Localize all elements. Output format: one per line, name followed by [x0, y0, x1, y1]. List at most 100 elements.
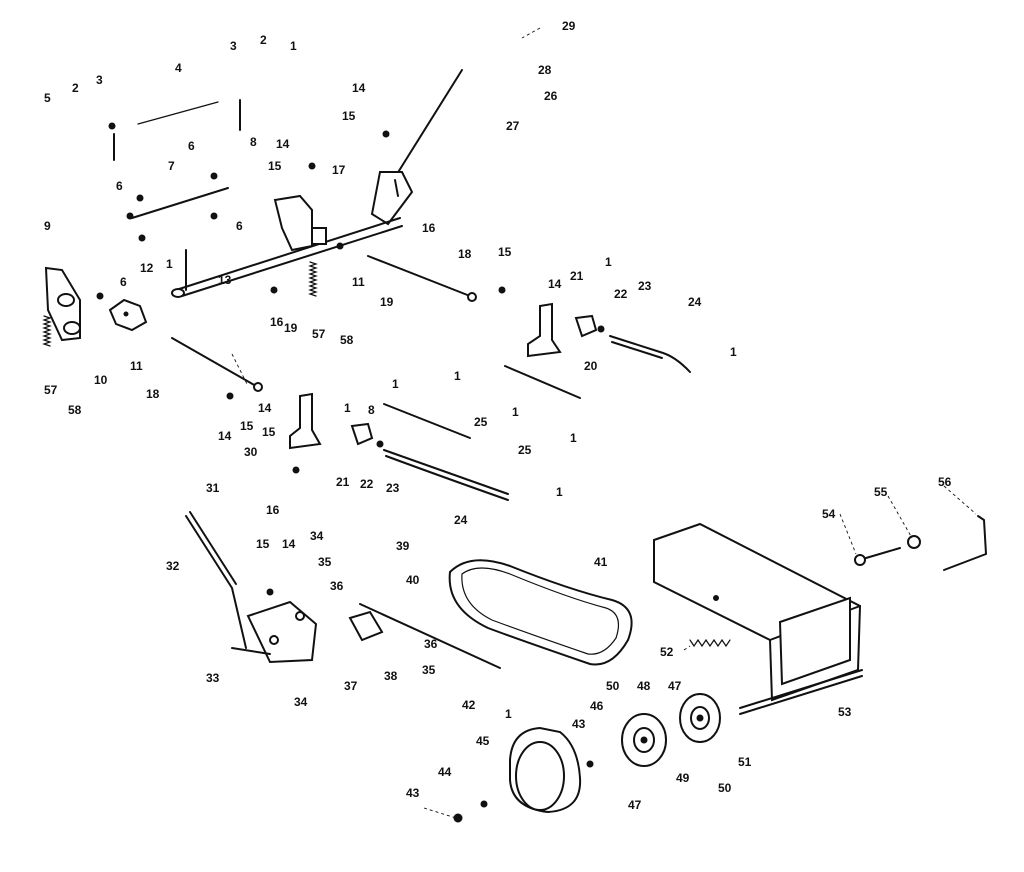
- callout-number: 14: [282, 537, 296, 551]
- callout-number: 55: [874, 485, 888, 499]
- callout-number: 18: [146, 387, 160, 401]
- callout-number: 21: [336, 475, 350, 489]
- callout-number: 8: [368, 403, 375, 417]
- callout-number: 34: [294, 695, 308, 709]
- callout-number: 15: [498, 245, 512, 259]
- callout-number: 4: [175, 61, 182, 75]
- callout-number: 1: [344, 401, 351, 415]
- callout-number: 14: [276, 137, 290, 151]
- callout-number: 35: [318, 555, 332, 569]
- callout-number: 43: [572, 717, 586, 731]
- clutch-bracket-right: [527, 302, 691, 373]
- main-shaft: [171, 217, 403, 298]
- callout-number: 51: [738, 755, 752, 769]
- pulley-48: [621, 713, 667, 767]
- callout-number: 44: [438, 765, 452, 779]
- callout-number: 1: [290, 39, 297, 53]
- callout-number: 16: [270, 315, 284, 329]
- callout-number: 1: [556, 485, 563, 499]
- callout-number: 23: [386, 481, 400, 495]
- callout-number: 36: [330, 579, 344, 593]
- callout-number: 5: [44, 91, 51, 105]
- callout-number: 13: [218, 273, 232, 287]
- lower-pulley-link: [348, 603, 501, 669]
- callout-number: 24: [454, 513, 468, 527]
- callout-number: 47: [668, 679, 682, 693]
- rod-25-upper: [504, 365, 581, 399]
- callout-number: 19: [380, 295, 394, 309]
- callout-number: 52: [660, 645, 674, 659]
- callout-number: 27: [506, 119, 520, 133]
- center-spring: [308, 261, 318, 297]
- callout-number: 1: [454, 369, 461, 383]
- pulley-51: [679, 693, 721, 743]
- callout-number: 29: [562, 19, 576, 33]
- callout-number: 6: [188, 139, 195, 153]
- washer-55: [907, 535, 921, 549]
- callout-number: 47: [628, 798, 642, 812]
- callout-number: 28: [538, 63, 552, 77]
- callout-number: 1: [570, 431, 577, 445]
- callout-number: 11: [130, 359, 143, 373]
- callout-number: 14: [352, 81, 366, 95]
- callout-number: 2: [260, 33, 267, 47]
- callout-number: 57: [312, 327, 326, 341]
- callout-number: 50: [718, 781, 732, 795]
- callout-number: 22: [360, 477, 374, 491]
- callout-number: 34: [310, 529, 324, 543]
- chassis-plate: [653, 522, 863, 715]
- callout-number: 1: [730, 345, 737, 359]
- callout-number: 22: [614, 287, 628, 301]
- callout-number: 15: [342, 109, 356, 123]
- callout-number: 32: [166, 559, 180, 573]
- bolt-54: [854, 547, 901, 566]
- callout-number: 6: [236, 219, 243, 233]
- callout-number: 33: [206, 671, 220, 685]
- control-handle-upper: [370, 69, 463, 226]
- callout-number: 56: [938, 475, 952, 489]
- callout-number: 6: [120, 275, 127, 289]
- callout-number: 35: [422, 663, 436, 677]
- callout-number: 15: [240, 419, 254, 433]
- callout-number: 23: [638, 279, 652, 293]
- callout-number: 58: [340, 333, 354, 347]
- callout-number: 37: [344, 679, 358, 693]
- callout-number: 41: [594, 555, 608, 569]
- callout-number: 39: [396, 539, 410, 553]
- callout-number: 1: [166, 257, 173, 271]
- clutch-bracket-middle: [289, 392, 509, 501]
- left-bracket-assembly: [44, 266, 148, 342]
- engine-housing-45: [509, 726, 582, 814]
- callout-number: 49: [676, 771, 690, 785]
- callout-number: 16: [422, 221, 436, 235]
- callout-number: 17: [332, 163, 346, 177]
- callout-number: 24: [688, 295, 702, 309]
- callout-number: 19: [284, 321, 298, 335]
- callout-number: 42: [462, 698, 476, 712]
- callout-number: 40: [406, 573, 420, 587]
- callout-number: 25: [474, 415, 488, 429]
- callout-number: 57: [44, 383, 58, 397]
- callout-number: 1: [392, 377, 399, 391]
- callout-number: 20: [584, 359, 598, 373]
- callout-number: 6: [116, 179, 123, 193]
- callout-number: 46: [590, 699, 604, 713]
- callout-number: 8: [250, 135, 257, 149]
- callout-number: 3: [230, 39, 237, 53]
- callout-number: 16: [266, 503, 280, 517]
- spring-52: [689, 638, 731, 648]
- callout-number: 7: [168, 159, 175, 173]
- callout-number: 45: [476, 734, 490, 748]
- callout-number: 1: [512, 405, 519, 419]
- callout-number: 11: [352, 275, 365, 289]
- left-spring: [42, 315, 52, 347]
- callout-number: 53: [838, 705, 852, 719]
- callout-number: 15: [256, 537, 270, 551]
- callout-number: 1: [505, 707, 512, 721]
- callout-number: 10: [94, 373, 108, 387]
- callout-number: 1: [605, 255, 612, 269]
- callout-number: 30: [244, 445, 258, 459]
- callout-number: 26: [544, 89, 558, 103]
- callout-number: 38: [384, 669, 398, 683]
